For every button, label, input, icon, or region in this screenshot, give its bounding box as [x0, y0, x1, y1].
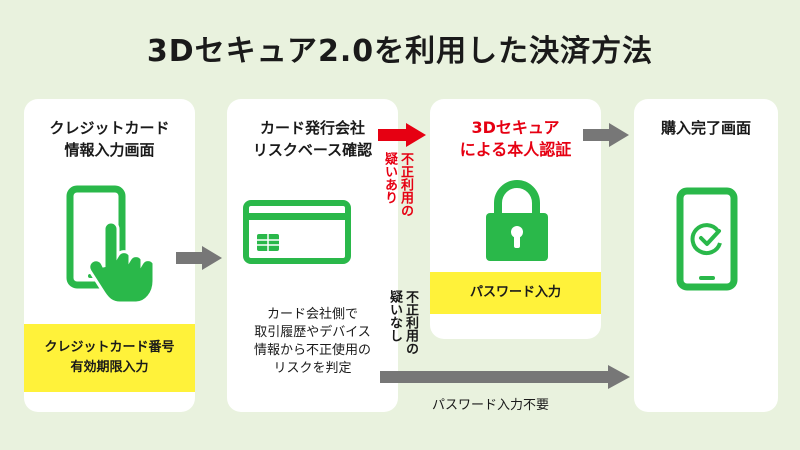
arrow-right-red-icon [378, 123, 426, 147]
credit-card-icon [243, 200, 351, 264]
step-card-3d-secure: 3Dセキュア による本人認証 パスワード入力 [430, 99, 601, 339]
step-title-line: 3Dセキュア [471, 118, 560, 137]
step-description: カード会社側で 取引履歴やデバイス 情報から不正使用の リスクを判定 [227, 306, 398, 378]
arrow-right-long-icon [380, 365, 630, 389]
step-title-line: 情報入力画面 [64, 141, 155, 159]
branch-suspicious-label: 不正利用の 疑いあり [381, 152, 413, 217]
description-line: 情報から不正使用の [253, 343, 371, 358]
branch-label-line: 疑いなし [387, 290, 402, 342]
step-title-line: による本人認証 [459, 140, 572, 159]
step-title-line: カード発行会社 [259, 119, 365, 137]
step-title: カード発行会社 リスクベース確認 [227, 117, 398, 161]
branch-label-line: 不正利用の [403, 290, 418, 355]
branch-label-line: 不正利用の [398, 152, 413, 217]
step-title: クレジットカード 情報入力画面 [24, 117, 195, 161]
padlock-icon [486, 180, 548, 261]
step-title: 3Dセキュア による本人認証 [430, 117, 601, 161]
step-card-purchase-complete: 購入完了画面 [634, 99, 778, 412]
step-title-line: リスクベース確認 [252, 141, 373, 159]
page-title: 3Dセキュア2.0を利用した決済方法 [146, 34, 654, 69]
description-line: リスクを判定 [273, 361, 352, 376]
description-line: カード会社側で [266, 307, 358, 322]
arrow-right-icon [176, 246, 222, 270]
branch-label-line: 疑いあり [382, 152, 397, 204]
step-title-line: クレジットカード [49, 119, 170, 137]
highlight-line: クレジットカード番号 [44, 340, 175, 355]
step-title: 購入完了画面 [634, 117, 778, 139]
arrow-right-icon [583, 123, 629, 147]
smartphone-check-icon [676, 187, 738, 291]
step-title-line: 購入完了画面 [660, 119, 751, 137]
step-highlight: パスワード入力 [430, 272, 601, 314]
step-card-card-input: クレジットカード 情報入力画面 クレジットカード番号 有効期限入力 [24, 99, 195, 412]
branch-not-suspicious-label: 不正利用の 疑いなし [386, 290, 418, 355]
smartphone-tap-icon [66, 185, 156, 305]
no-password-label: パスワード入力不要 [432, 398, 550, 413]
highlight-line: 有効期限入力 [70, 360, 149, 375]
step-highlight: クレジットカード番号 有効期限入力 [24, 324, 195, 392]
step-card-risk-check: カード発行会社 リスクベース確認 カード会社側で 取引履歴やデバイス 情報から不… [227, 99, 398, 412]
description-line: 取引履歴やデバイス [254, 325, 371, 340]
